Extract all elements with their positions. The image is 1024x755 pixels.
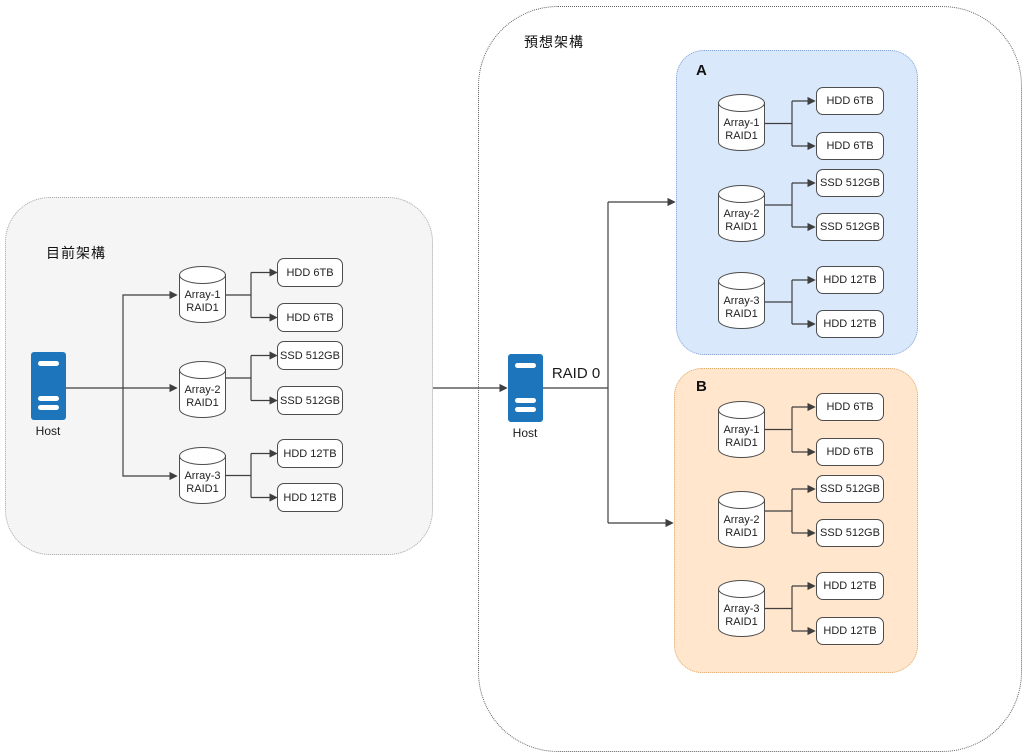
array-label: Array-2 RAID1 xyxy=(709,208,774,234)
array-cylinder-current-1: Array-1 RAID1 xyxy=(179,266,226,324)
drive-box: HDD 6TB xyxy=(277,258,343,287)
cylinder-top xyxy=(179,266,226,284)
server-panel-line xyxy=(515,407,536,412)
drive-box: HDD 12TB xyxy=(816,617,884,645)
array-name: Array-3 xyxy=(184,470,221,482)
server-panel-line xyxy=(38,361,59,366)
drive-box: HDD 12TB xyxy=(277,483,343,512)
raid0-link-label: RAID 0 xyxy=(551,365,601,382)
cylinder-body xyxy=(179,455,226,504)
array-raid-level: RAID1 xyxy=(725,616,758,628)
array-label: Array-3 RAID1 xyxy=(709,295,774,321)
array-raid-level: RAID1 xyxy=(725,308,758,320)
array-raid-level: RAID1 xyxy=(725,130,758,142)
drive-box: HDD 12TB xyxy=(816,310,884,338)
drive-box: SSD 512GB xyxy=(816,213,884,241)
array-label: Array-1 RAID1 xyxy=(709,424,774,450)
cylinder-top xyxy=(718,272,765,290)
cylinder-top xyxy=(718,491,765,509)
drive-box: SSD 512GB xyxy=(816,475,884,503)
cylinder-top xyxy=(718,94,765,112)
server-panel-line xyxy=(38,396,59,401)
current-architecture-title: 目前架構 xyxy=(46,245,106,261)
array-cylinder-b-1: Array-1 RAID1 xyxy=(718,401,765,459)
array-label: Array-1 RAID1 xyxy=(709,117,774,143)
array-cylinder-current-2: Array-2 RAID1 xyxy=(179,361,226,419)
drive-box: HDD 12TB xyxy=(816,572,884,600)
drive-box: HDD 6TB xyxy=(816,438,884,466)
array-raid-level: RAID1 xyxy=(186,483,219,495)
array-raid-level: RAID1 xyxy=(725,437,758,449)
drive-box: SSD 512GB xyxy=(816,169,884,197)
array-label: Array-2 RAID1 xyxy=(170,384,235,410)
array-cylinder-a-3: Array-3 RAID1 xyxy=(718,272,765,330)
server-panel-line xyxy=(515,363,536,368)
array-raid-level: RAID1 xyxy=(186,302,219,314)
array-name: Array-3 xyxy=(723,603,760,615)
drive-box: SSD 512GB xyxy=(277,341,343,370)
array-cylinder-b-3: Array-3 RAID1 xyxy=(718,580,765,638)
drive-box: HDD 6TB xyxy=(816,87,884,115)
array-cylinder-a-1: Array-1 RAID1 xyxy=(718,94,765,152)
planned-architecture-title: 預想架構 xyxy=(524,34,584,50)
array-raid-level: RAID1 xyxy=(725,527,758,539)
array-name: Array-2 xyxy=(184,384,221,396)
array-label: Array-1 RAID1 xyxy=(170,289,235,315)
array-name: Array-1 xyxy=(723,424,760,436)
server-icon-current xyxy=(31,352,66,420)
drive-box: HDD 12TB xyxy=(277,439,343,468)
drive-box: HDD 6TB xyxy=(816,132,884,160)
array-name: Array-1 xyxy=(723,117,760,129)
drive-box: SSD 512GB xyxy=(277,386,343,415)
drive-box: HDD 6TB xyxy=(277,303,343,332)
drive-box: SSD 512GB xyxy=(816,519,884,547)
array-raid-level: RAID1 xyxy=(186,397,219,409)
cylinder-top xyxy=(718,401,765,419)
array-name: Array-3 xyxy=(723,295,760,307)
array-cylinder-b-2: Array-2 RAID1 xyxy=(718,491,765,549)
cylinder-top xyxy=(718,580,765,598)
server-panel-line xyxy=(38,405,59,410)
array-raid-level: RAID1 xyxy=(725,221,758,233)
group-a-label: A xyxy=(696,62,707,79)
host-label-current: Host xyxy=(35,424,61,438)
cylinder-top xyxy=(179,361,226,379)
server-icon-planned xyxy=(508,354,543,422)
server-panel-line xyxy=(515,398,536,403)
array-cylinder-current-3: Array-3 RAID1 xyxy=(179,447,226,505)
drive-box: HDD 6TB xyxy=(816,393,884,421)
group-b-label: B xyxy=(696,378,707,395)
array-label: Array-3 RAID1 xyxy=(709,603,774,629)
host-label-planned: Host xyxy=(512,426,538,440)
array-name: Array-2 xyxy=(723,514,760,526)
array-label: Array-2 RAID1 xyxy=(709,514,774,540)
array-name: Array-2 xyxy=(723,208,760,220)
cylinder-top xyxy=(718,185,765,203)
drive-box: HDD 12TB xyxy=(816,266,884,294)
array-name: Array-1 xyxy=(184,289,221,301)
array-cylinder-a-2: Array-2 RAID1 xyxy=(718,185,765,243)
cylinder-top xyxy=(179,447,226,465)
array-label: Array-3 RAID1 xyxy=(170,470,235,496)
